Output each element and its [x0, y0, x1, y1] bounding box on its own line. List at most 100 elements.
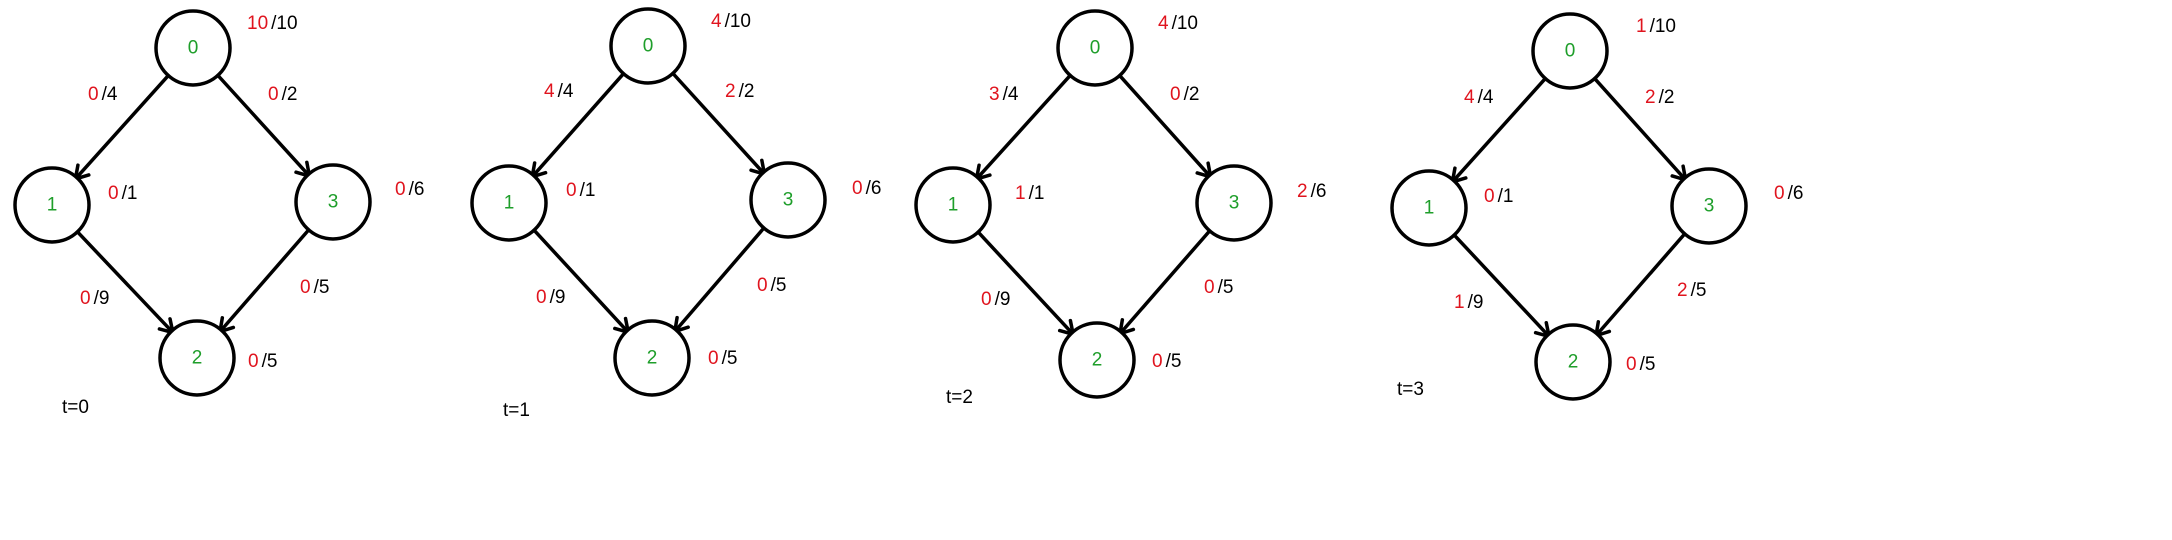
capacity-value: /10 [1650, 16, 1676, 37]
node-3-label: 3 [1704, 196, 1715, 217]
flow-value: 0 [395, 179, 406, 200]
node-2-label: 2 [192, 348, 203, 369]
flow-capacity-n1: 1/1 [1015, 183, 1044, 204]
flow-value: 0 [268, 84, 279, 105]
node-2-circle [1534, 323, 1612, 401]
node-1-circle [13, 166, 91, 244]
capacity-value: /4 [1003, 84, 1019, 105]
flow-capacity-n1: 0/1 [108, 183, 137, 204]
capacity-value: /2 [1659, 87, 1675, 108]
node-3-circle [749, 161, 827, 239]
flow-capacity-e03: 2/2 [725, 81, 754, 102]
capacity-value: /1 [122, 183, 138, 204]
flow-value: 4 [1464, 87, 1475, 108]
capacity-value: /5 [1691, 280, 1707, 301]
node-1-label: 1 [504, 193, 515, 214]
capacity-value: /5 [771, 275, 787, 296]
flow-value: 0 [1204, 277, 1215, 298]
node-0-circle [609, 7, 687, 85]
capacity-value: /9 [94, 288, 110, 309]
edge-1-2 [532, 229, 630, 334]
time-label: t=1 [503, 400, 530, 421]
node-3-circle [1195, 164, 1273, 242]
flow-capacity-n2: 0/5 [1626, 354, 1655, 375]
flow-value: 0 [88, 84, 99, 105]
node-1-circle [1390, 169, 1468, 247]
flow-value: 0 [1170, 84, 1181, 105]
flow-value: 0 [1626, 354, 1637, 375]
capacity-value: /4 [102, 84, 118, 105]
flow-value: 0 [1484, 186, 1495, 207]
node-1-label: 1 [1424, 198, 1435, 219]
flow-capacity-e12: 0/9 [80, 288, 109, 309]
capacity-value: /6 [409, 179, 425, 200]
flow-value: 0 [80, 288, 91, 309]
capacity-value: /5 [314, 277, 330, 298]
capacity-value: /5 [1640, 354, 1656, 375]
flow-value: 0 [300, 277, 311, 298]
flow-capacity-n3: 0/6 [395, 179, 424, 200]
edge-0-3 [216, 74, 311, 178]
node-2-circle [613, 319, 691, 397]
flow-value: 1 [1636, 16, 1647, 37]
node-2-circle [158, 319, 236, 397]
capacity-value: /10 [271, 13, 297, 34]
flow-capacity-n0: 10/10 [247, 13, 298, 34]
flow-capacity-e01: 3/4 [989, 84, 1019, 105]
flow-value: 4 [544, 81, 555, 102]
flow-value: 0 [757, 275, 768, 296]
flow-value: 0 [852, 178, 863, 199]
flow-capacity-e32: 0/5 [757, 275, 786, 296]
node-0-circle [154, 9, 232, 87]
flow-value: 0 [1774, 183, 1785, 204]
time-label: t=2 [946, 387, 973, 408]
capacity-value: /2 [282, 84, 298, 105]
edge-0-1 [975, 74, 1072, 181]
edge-0-1 [530, 72, 625, 178]
flow-value: 2 [1645, 87, 1656, 108]
capacity-value: /6 [1311, 181, 1327, 202]
flow-capacity-e01: 4/4 [544, 81, 574, 102]
flow-capacity-e32: 0/5 [300, 277, 329, 298]
flow-value: 4 [1158, 13, 1169, 34]
flow-capacity-n3: 2/6 [1297, 181, 1326, 202]
flow-capacity-e03: 0/2 [268, 84, 297, 105]
node-3-label: 3 [328, 192, 339, 213]
capacity-value: /4 [558, 81, 574, 102]
flow-capacity-n1: 0/1 [1484, 186, 1513, 207]
flow-capacity-e12: 0/9 [536, 287, 565, 308]
edge-1-2 [76, 230, 175, 334]
flow-value: 0 [1152, 351, 1163, 372]
time-label: t=3 [1397, 379, 1424, 400]
flow-value: 2 [1677, 280, 1688, 301]
node-3-label: 3 [1229, 193, 1240, 214]
capacity-value: /9 [995, 289, 1011, 310]
capacity-value: /10 [725, 11, 751, 32]
capacity-value: /2 [739, 81, 755, 102]
flow-value: 0 [248, 351, 259, 372]
node-2-label: 2 [1568, 352, 1579, 373]
flow-value: 4 [711, 11, 722, 32]
flow-value: 10 [247, 13, 268, 34]
flow-value: 0 [708, 348, 719, 369]
node-0-label: 0 [643, 36, 654, 57]
capacity-value: /4 [1478, 87, 1494, 108]
node-0-circle [1531, 12, 1609, 90]
flow-value: 3 [989, 84, 1000, 105]
capacity-value: /5 [1166, 351, 1182, 372]
flow-capacity-e32: 0/5 [1204, 277, 1233, 298]
flow-value: 0 [536, 287, 547, 308]
capacity-value: /1 [580, 180, 596, 201]
node-0-label: 0 [188, 38, 199, 59]
flow-value: 1 [1454, 292, 1465, 313]
flow-capacity-n2: 0/5 [1152, 351, 1181, 372]
capacity-value: /9 [550, 287, 566, 308]
flow-capacity-n2: 0/5 [248, 351, 277, 372]
flow-value: 1 [1015, 183, 1026, 204]
flow-value: 2 [725, 81, 736, 102]
flow-capacity-e01: 4/4 [1464, 87, 1494, 108]
node-1-label: 1 [948, 195, 959, 216]
